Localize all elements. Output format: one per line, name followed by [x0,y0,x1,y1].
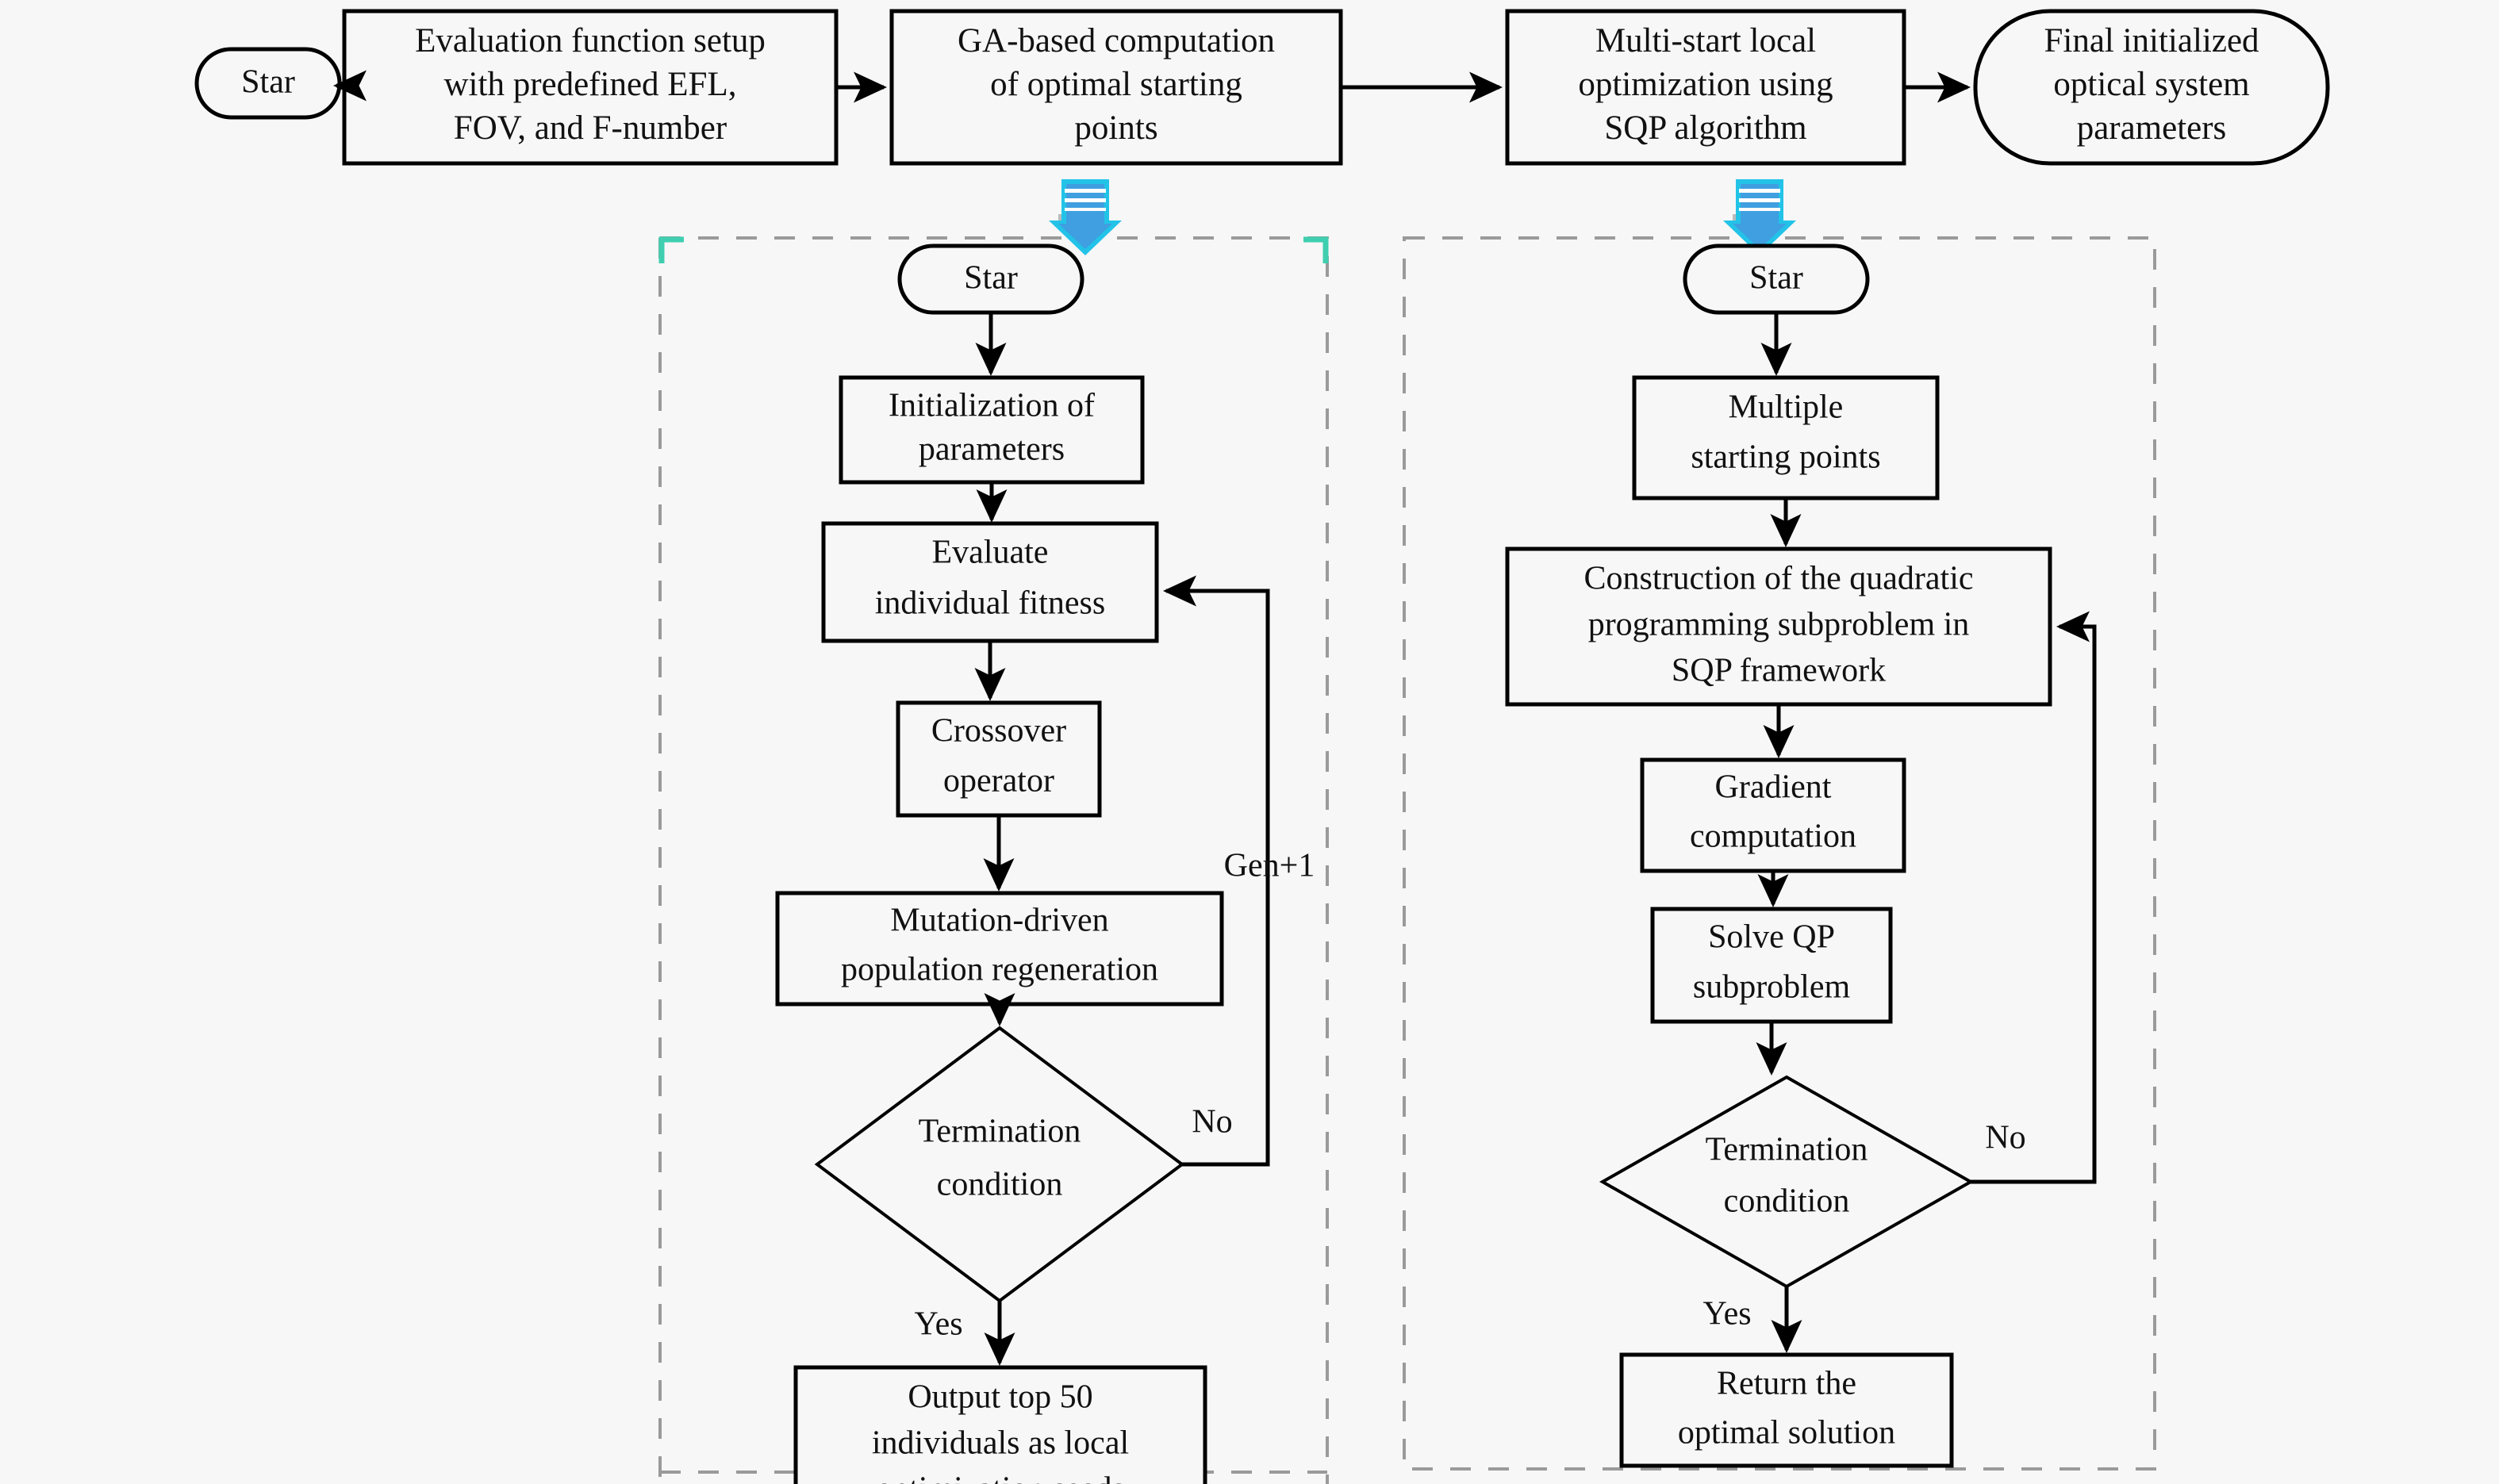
ga-eval-line1: Evaluate [932,535,1049,571]
group-ga-container [658,236,1329,1484]
ga-term-line1: Termination [919,1114,1081,1150]
ga-mutate-node[interactable]: Mutation-driven population regeneration [775,891,1224,1007]
ga-init-line1: Initialization of [889,388,1095,424]
top-eval-line1: Evaluation function setup [415,22,766,59]
blue-down-arrow-sqp [1723,179,1796,255]
sqp-no-label: No [1985,1120,2025,1156]
edge-ga-term-no-feedback [1162,575,1270,1167]
top-sqp-node[interactable]: Multi-start local optimization using SQP… [1505,9,1906,166]
sqp-term-line1: Termination [1706,1132,1868,1168]
top-final-node[interactable]: Final initialized optical system paramet… [1973,9,2330,166]
top-ga-line3: points [1074,109,1157,147]
ga-mutate-line2: population regeneration [841,952,1158,988]
sqp-constr-line3: SQP framework [1672,653,1886,689]
sqp-term-line2: condition [1724,1183,1850,1220]
top-sqp-line1: Multi-start local [1595,22,1816,59]
sqp-constr-line1: Construction of the quadratic [1583,561,1973,597]
top-eval-node[interactable]: Evaluation function setup with predefine… [342,9,839,166]
ga-cross-line2: operator [943,763,1054,800]
sqp-multi-node[interactable]: Multiple starting points [1632,375,1940,500]
sqp-constr-node[interactable]: Construction of the quadratic programmin… [1505,546,2052,707]
sqp-grad-line1: Gradient [1715,769,1832,806]
top-start-node[interactable]: Star [194,47,342,120]
top-ga-node[interactable]: GA-based computation of optimal starting… [889,9,1343,166]
ga-gen-label: Gen+1 [1224,848,1315,884]
ga-output-line2: individuals as local [872,1425,1129,1462]
top-final-line1: Final initialized [2044,22,2259,59]
top-eval-line3: FOV, and F-number [454,109,727,147]
ga-no-label: No [1192,1104,1232,1141]
ga-mutate-line1: Mutation-driven [890,903,1108,939]
sqp-solve-line2: subproblem [1693,969,1851,1006]
ga-output-line3: optimization seeds [876,1471,1125,1484]
ga-init-node[interactable]: Initialization of parameters [839,375,1145,485]
group-sqp-container [1403,236,2156,1471]
ga-term-line2: condition [937,1167,1063,1203]
ga-term-node[interactable]: Termination condition [814,1026,1185,1303]
sqp-start-label: Star [1749,260,1803,297]
top-sqp-line2: optimization using [1578,66,1833,103]
ga-eval-line2: individual fitness [875,585,1105,622]
blue-down-arrow-ga [1049,179,1122,255]
top-final-line3: parameters [2077,109,2227,147]
sqp-start-node[interactable]: Star [1683,243,1870,315]
sqp-yes-label: Yes [1702,1296,1751,1333]
edge-sqp-term-no-feedback [1971,611,2097,1184]
sqp-grad-line2: computation [1690,819,1856,855]
top-start-label: Star [241,64,295,101]
sqp-multi-line2: starting points [1691,439,1880,476]
sqp-grad-node[interactable]: Gradient computation [1640,757,1906,873]
ga-yes-label: Yes [914,1306,962,1343]
sqp-constr-line2: programming subproblem in [1588,607,1970,643]
ga-cross-line1: Crossover [931,713,1066,750]
sqp-return-line2: optimal solution [1678,1415,1895,1451]
ga-output-node[interactable]: Output top 50 individuals as local optim… [793,1365,1207,1484]
sqp-solve-line1: Solve QP [1708,919,1835,956]
ga-eval-node[interactable]: Evaluate individual fitness [821,521,1159,643]
sqp-return-line1: Return the [1717,1366,1856,1402]
ga-start-label: Star [964,260,1018,297]
ga-init-line2: parameters [919,431,1065,468]
top-sqp-line3: SQP algorithm [1604,109,1806,147]
top-ga-line1: GA-based computation [958,22,1275,59]
sqp-term-node[interactable]: Termination condition [1599,1075,1975,1289]
ga-output-line1: Output top 50 [908,1379,1092,1416]
ga-start-node[interactable]: Star [897,243,1084,315]
top-ga-line2: of optimal starting [990,66,1242,103]
sqp-solve-node[interactable]: Solve QP subproblem [1650,907,1893,1024]
sqp-return-node[interactable]: Return the optimal solution [1619,1352,1954,1468]
sqp-multi-line1: Multiple [1729,389,1844,426]
top-final-line2: optical system [2053,66,2249,103]
ga-cross-node[interactable]: Crossover operator [896,700,1102,818]
top-eval-line2: with predefined EFL, [444,66,737,103]
